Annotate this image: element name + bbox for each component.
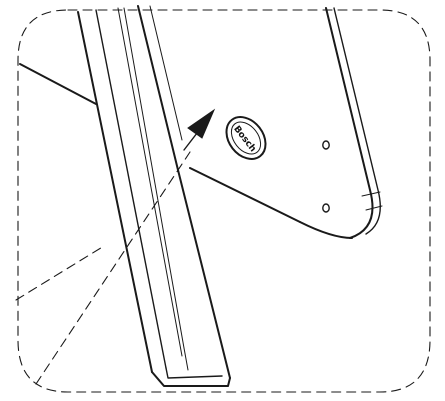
screw-hole-upper xyxy=(322,140,330,150)
screw-hole-lower xyxy=(322,203,330,213)
mounting-plate xyxy=(322,7,383,239)
detail-view-frame xyxy=(17,9,431,393)
brand-logo-badge: Bosch xyxy=(225,116,267,160)
support-leg xyxy=(77,5,231,387)
projection-line xyxy=(15,151,191,385)
direction-arrow-icon xyxy=(183,108,216,151)
panel-edge xyxy=(19,63,353,239)
